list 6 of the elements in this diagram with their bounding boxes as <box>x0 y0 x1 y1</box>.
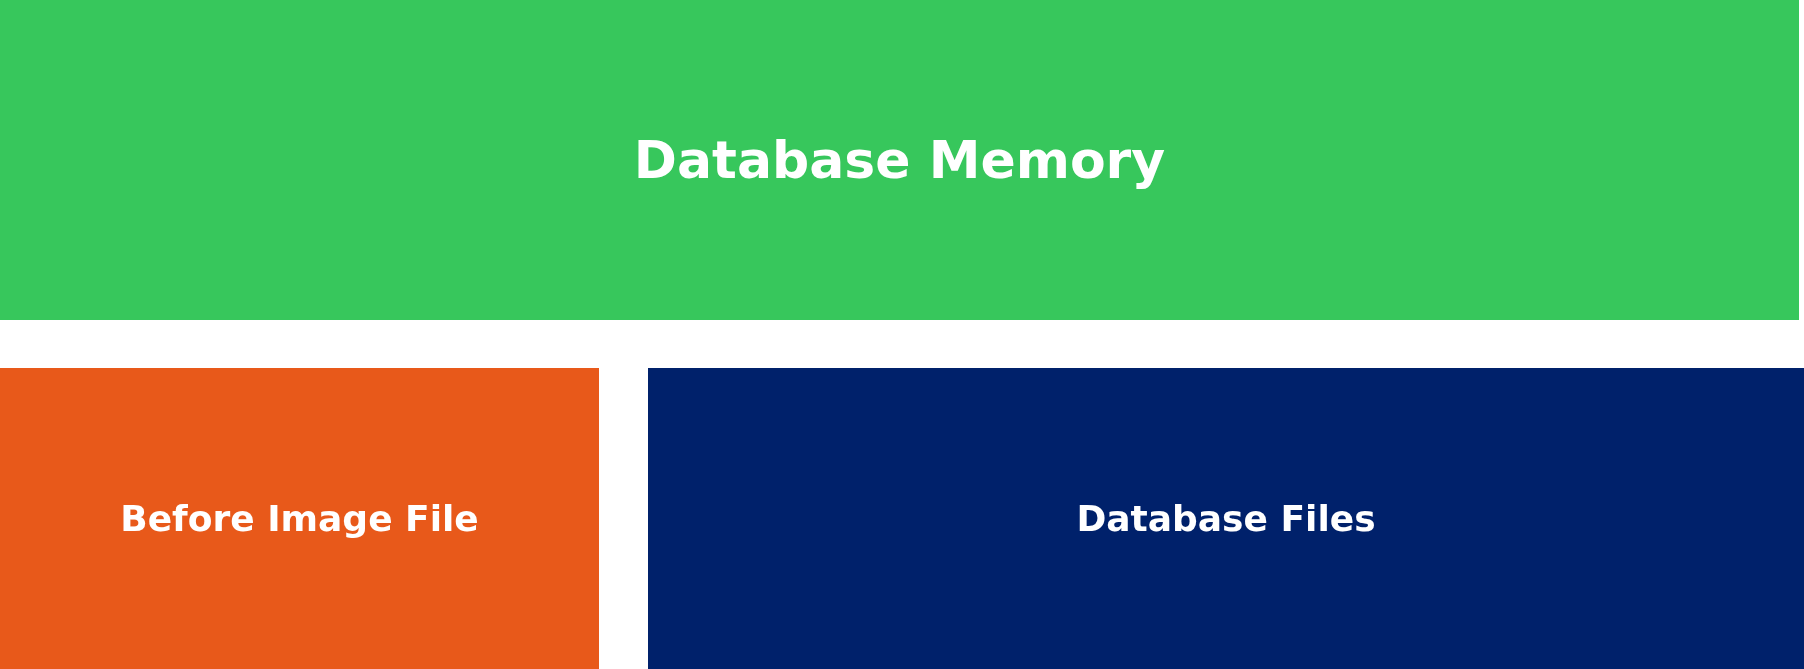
block-label: Database Memory <box>633 130 1166 190</box>
block-label: Database Files <box>1076 498 1376 539</box>
file-block <box>0 368 599 669</box>
memory-block <box>0 0 1799 320</box>
block-label: Before Image File <box>120 498 479 539</box>
file-block <box>648 368 1804 669</box>
